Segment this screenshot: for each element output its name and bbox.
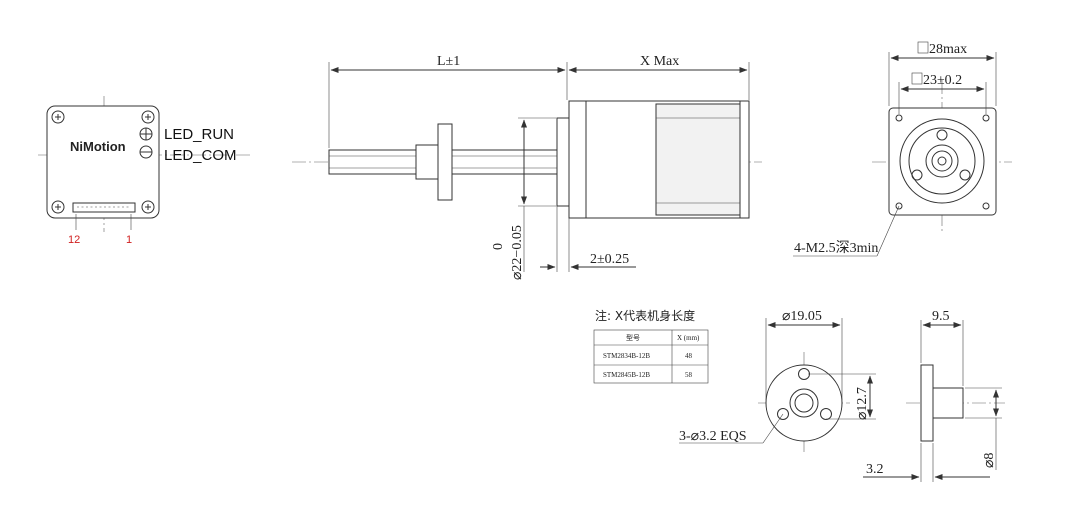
note-title: 注: X代表机身长度 (595, 308, 695, 323)
dim-flange-dia: ⌀22−0.05 (510, 225, 525, 280)
led-com-label: LED_COM (164, 147, 237, 164)
dim-nut-diameter: ⌀19.05 (782, 309, 822, 324)
dim-flange-dia-tolerance: 0 (491, 243, 506, 250)
table-header-model: 型号 (626, 333, 640, 342)
dim-length: L±1 (437, 54, 460, 69)
dim-nut-holes: 3-⌀3.2 EQS (679, 429, 747, 444)
front-view: 28max 23±0.2 4-M2.5深3min (793, 41, 1012, 257)
led-run-icon (139, 127, 153, 141)
back-view: NiMotion LED_RUN LED_COM 12 1 (38, 96, 250, 246)
screw-icon (141, 200, 155, 214)
screw-icon (141, 110, 155, 124)
dim-nut-flange-thickness: 3.2 (866, 462, 884, 477)
dim-nut-shaft-dia: ⌀8 (982, 453, 997, 468)
table-cell: 58 (685, 371, 693, 379)
pin-label-1: 1 (126, 234, 132, 246)
screw-icon (51, 200, 65, 214)
dim-flange-thickness: 2±0.25 (590, 252, 629, 267)
dim-outer-size: 28max (929, 42, 967, 57)
pin-label-12: 12 (68, 234, 80, 246)
nut-side-view: 9.5 ⌀8 3.2 (863, 309, 1005, 482)
nut-front-view: ⌀19.05 ⌀12.7 3-⌀3.2 EQS (679, 309, 876, 452)
note-table: 注: X代表机身长度 型号 X (mm) STM2834B-12B 48 STM… (593, 308, 709, 384)
connector-icon (72, 202, 136, 213)
table-cell: STM2845B-12B (603, 371, 650, 379)
table-header-x: X (mm) (677, 334, 700, 342)
dim-nut-pcd: ⌀12.7 (855, 387, 870, 420)
screw-icon (51, 110, 65, 124)
led-run-label: LED_RUN (164, 126, 234, 143)
table-cell: STM2834B-12B (603, 352, 650, 360)
brand-logo: NiMotion (70, 139, 126, 154)
dim-x-max: X Max (640, 54, 679, 69)
table-cell: 48 (685, 352, 693, 360)
led-com-icon (139, 145, 153, 159)
dim-inner-size: 23±0.2 (923, 73, 962, 88)
side-view: L±1 X Max 0 ⌀22−0.05 2±0.25 (292, 54, 762, 280)
dim-nut-length: 9.5 (932, 309, 950, 324)
dim-mounting-screw: 4-M2.5深3min (794, 240, 878, 256)
